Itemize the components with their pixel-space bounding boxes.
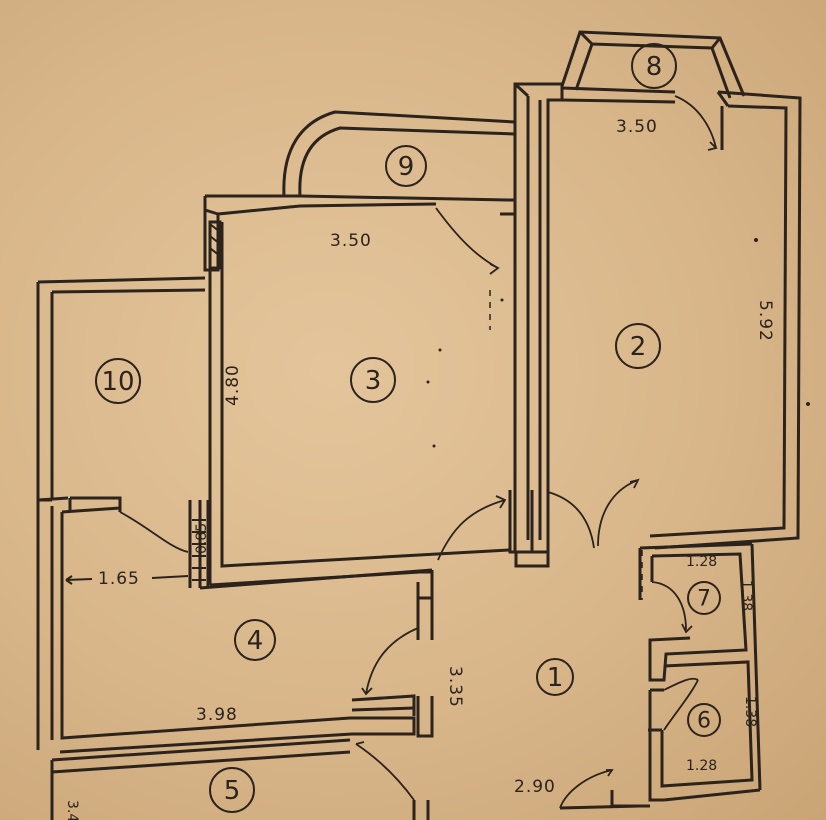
room-2-walls: [513, 82, 802, 554]
room-3-length-label: 4.80: [223, 364, 243, 406]
room-5-label: 5: [209, 767, 255, 813]
hall-1-walls: [416, 490, 650, 810]
balcony-8-walls: [560, 30, 746, 99]
room-number: 8: [646, 52, 663, 82]
room-7-width-label: 1.28: [686, 554, 717, 570]
room-7-label: 7: [687, 581, 721, 615]
hall-width-label: 2.90: [514, 777, 556, 797]
room-6-width-label: 1.28: [686, 758, 717, 774]
room-3-label: 3: [350, 357, 396, 403]
room-4-depth-label: 1.65: [98, 569, 140, 589]
room-2-label: 2: [615, 323, 661, 369]
room-number: 4: [247, 626, 264, 656]
room-4-jamb-label: 0.85: [194, 523, 210, 554]
room-2-length-label: 5.92: [755, 300, 775, 342]
room-7-walls: [638, 542, 762, 791]
room-number: 2: [630, 332, 647, 362]
room-number: 7: [697, 587, 711, 612]
pencil-specks: [426, 238, 810, 448]
room-4-label: 4: [234, 619, 276, 661]
room-6-length-label: 1.38: [742, 696, 758, 727]
door-swings: [119, 95, 718, 809]
hall-length-label: 3.35: [445, 666, 465, 708]
room-number: 3: [365, 366, 382, 396]
room-number: 9: [398, 152, 415, 182]
room-10-label: 10: [95, 358, 141, 404]
room-6-label: 6: [687, 703, 721, 737]
room-4-width-label: 3.98: [196, 705, 238, 725]
balcony-9-walls: [282, 110, 516, 197]
room-1-label: 1: [536, 658, 574, 696]
room-5-walls: [50, 738, 430, 820]
wall-hatch: [192, 223, 221, 581]
room-7-length-label: 1.38: [738, 580, 754, 611]
room-2-width-label: 3.50: [616, 117, 658, 137]
room-3-width-label: 3.50: [330, 231, 372, 251]
room-9-label: 9: [385, 145, 427, 187]
room-8-label: 8: [631, 43, 677, 89]
room-number: 6: [697, 709, 711, 734]
room-5-edge-label: 3.4: [64, 800, 80, 820]
dimension-marks: [65, 575, 189, 585]
room-6-walls: [648, 660, 761, 802]
room-number: 1: [547, 663, 564, 693]
room-3-walls: [203, 194, 516, 587]
room-number: 5: [224, 776, 241, 806]
room-number: 10: [101, 367, 134, 397]
